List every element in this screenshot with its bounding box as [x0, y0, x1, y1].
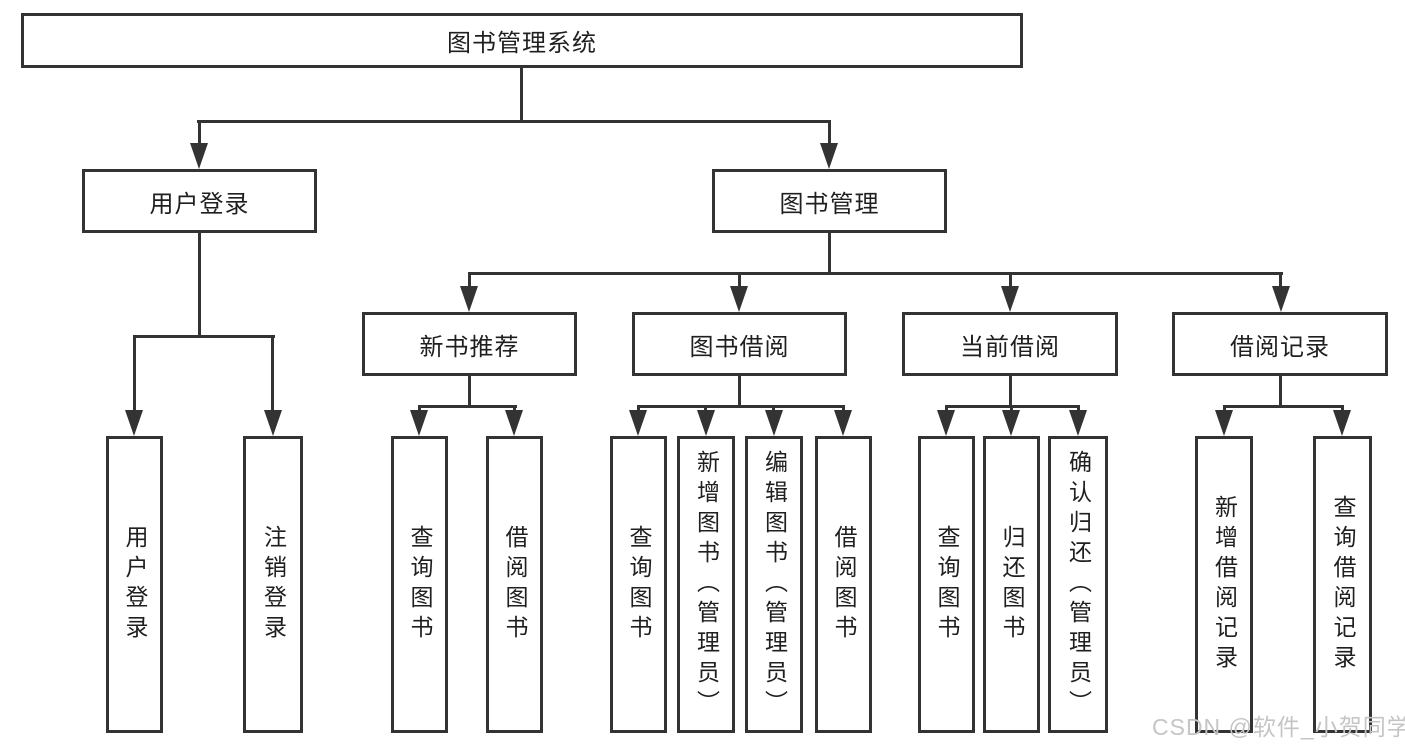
leaf-query-books: 查询图书 — [918, 436, 975, 733]
node-new-book-recommendation: 新书推荐 — [362, 312, 577, 376]
leaf-label: 注销登录 — [260, 524, 287, 645]
node-library-management-system: 图书管理系统 — [21, 13, 1023, 68]
connector-currentborrow-stem — [1009, 272, 1012, 288]
node-book-management: 图书管理 — [712, 169, 947, 233]
connector-leaf-stem — [1077, 405, 1080, 413]
leaf-label: 确认归还（管理员） — [1065, 449, 1092, 720]
connector-bookmgmt-stem — [828, 120, 831, 145]
connector-level1-hline — [197, 120, 831, 123]
connector-userlogin-hline — [133, 335, 275, 338]
arrow-down-icon — [460, 286, 478, 312]
leaf-query-books: 查询图书 — [610, 436, 667, 733]
connector-borrowrecords-stem — [1279, 272, 1282, 288]
connector-bookborrow-hline — [637, 405, 845, 408]
connector-leaf-stem — [842, 405, 845, 413]
connector-leaf-stem — [945, 405, 948, 413]
arrow-down-icon — [1069, 410, 1087, 436]
node-book-borrowing: 图书借阅 — [632, 312, 847, 376]
connector-leaf-stem — [637, 405, 640, 413]
connector-borrowrecords-down — [1279, 376, 1282, 405]
leaf-borrow-books: 借阅图书 — [486, 436, 543, 733]
connector-root-stem — [520, 68, 523, 120]
connector-userlogin-down — [198, 233, 201, 335]
arrow-down-icon — [190, 143, 208, 169]
connector-newbook-hline — [418, 405, 517, 408]
arrow-down-icon — [410, 410, 428, 436]
arrow-down-icon — [834, 410, 852, 436]
leaf-add-books-admin: 新增图书（管理员） — [677, 436, 735, 733]
leaf-return-books: 归还图书 — [983, 436, 1040, 733]
arrow-down-icon — [937, 410, 955, 436]
leaf-user-login: 用户登录 — [106, 436, 163, 733]
leaf-borrow-books: 借阅图书 — [815, 436, 872, 733]
leaf-label: 查询图书 — [934, 524, 960, 645]
connector-leaf-stem — [133, 335, 136, 413]
connector-bookborrow-stem — [738, 272, 741, 288]
leaf-label: 借阅图书 — [831, 524, 857, 645]
node-current-borrowing: 当前借阅 — [902, 312, 1118, 376]
leaf-label: 用户登录 — [122, 524, 148, 645]
arrow-down-icon — [1333, 410, 1351, 436]
arrow-down-icon — [629, 410, 647, 436]
connector-leaf-stem — [704, 405, 707, 413]
connector-userlogin-stem — [198, 120, 201, 145]
leaf-logout: 注销登录 — [243, 436, 303, 733]
connector-leaf-stem — [1341, 405, 1344, 413]
leaf-query-books: 查询图书 — [391, 436, 448, 733]
connector-leaf-stem — [1010, 405, 1013, 413]
node-user-login: 用户登录 — [82, 169, 317, 233]
leaf-label: 新增借阅记录 — [1211, 494, 1238, 675]
node-borrowing-records: 借阅记录 — [1172, 312, 1388, 376]
arrow-down-icon — [820, 143, 838, 169]
connector-newbook-stem — [468, 272, 471, 288]
leaf-label: 借阅图书 — [502, 524, 528, 645]
leaf-label: 新增图书（管理员） — [693, 449, 720, 720]
connector-leaf-stem — [271, 335, 274, 413]
csdn-watermark: CSDN @软件_小贺同学 — [1152, 714, 1405, 740]
connector-borrowrecords-hline — [1223, 405, 1344, 408]
leaf-add-borrow-record: 新增借阅记录 — [1195, 436, 1253, 733]
arrow-down-icon — [1001, 286, 1019, 312]
leaf-label: 查询图书 — [626, 524, 652, 645]
connector-currentborrow-down — [1009, 376, 1012, 405]
arrow-down-icon — [1215, 410, 1233, 436]
connector-level2-hline — [468, 272, 1283, 275]
leaf-query-borrow-record: 查询借阅记录 — [1313, 436, 1372, 733]
arrow-down-icon — [264, 410, 282, 436]
leaf-edit-books-admin: 编辑图书（管理员） — [745, 436, 803, 733]
connector-newbook-down — [468, 376, 471, 405]
connector-leaf-stem — [772, 405, 775, 413]
connector-leaf-stem — [418, 405, 421, 413]
arrow-down-icon — [1272, 286, 1290, 312]
leaf-label: 编辑图书（管理员） — [761, 449, 788, 720]
arrow-down-icon — [697, 410, 715, 436]
arrow-down-icon — [730, 286, 748, 312]
connector-leaf-stem — [1223, 405, 1226, 413]
leaf-label: 归还图书 — [999, 524, 1025, 645]
connector-bookborrow-down — [738, 376, 741, 405]
leaf-label: 查询图书 — [407, 524, 433, 645]
arrow-down-icon — [125, 410, 143, 436]
connector-leaf-stem — [513, 405, 516, 413]
leaf-label: 查询借阅记录 — [1330, 494, 1356, 675]
connector-bookmgmt-down — [828, 233, 831, 272]
arrow-down-icon — [1002, 410, 1020, 436]
leaf-confirm-return-admin: 确认归还（管理员） — [1048, 436, 1108, 733]
arrow-down-icon — [505, 410, 523, 436]
arrow-down-icon — [765, 410, 783, 436]
